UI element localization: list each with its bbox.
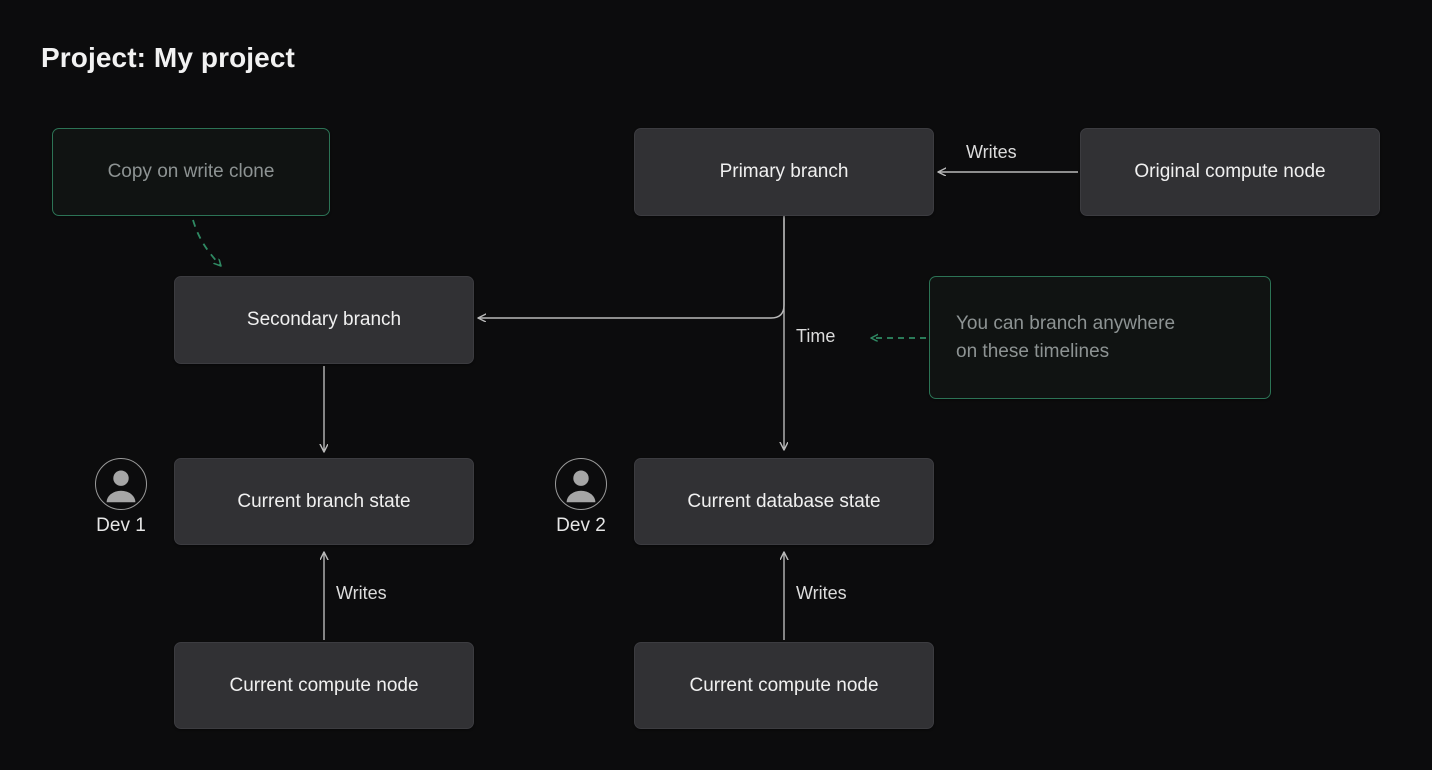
page-title: Project: My project xyxy=(41,42,295,73)
node-current-compute-node-left[interactable]: Current compute node xyxy=(174,642,474,729)
edge-clone-to-secondary xyxy=(192,219,221,266)
avatar-dev2: Dev 2 xyxy=(555,458,607,537)
node-current-compute-node-right[interactable]: Current compute node xyxy=(634,642,934,729)
avatar-label: Dev 2 xyxy=(556,515,606,536)
node-label: Current branch state xyxy=(237,490,411,512)
node-current-branch-state[interactable]: Current branch state xyxy=(174,458,474,545)
node-label: Current database state xyxy=(687,490,881,512)
node-primary-branch[interactable]: Primary branch xyxy=(634,128,934,216)
node-label: Secondary branch xyxy=(246,309,402,330)
node-copy-on-write-clone[interactable]: Copy on write clone xyxy=(52,128,330,216)
edge-label-time: Time xyxy=(796,326,836,346)
node-label: Original compute node xyxy=(1134,161,1326,182)
user-avatar-icon xyxy=(555,458,607,510)
node-label: Primary branch xyxy=(719,161,849,182)
edge-label-writes-right: Writes xyxy=(796,583,847,603)
node-original-compute-node[interactable]: Original compute node xyxy=(1080,128,1380,216)
annotation-line-2: on these timelines xyxy=(956,340,1110,362)
edge-label-writes-top: Writes xyxy=(966,142,1017,162)
node-secondary-branch[interactable]: Secondary branch xyxy=(174,276,474,364)
edge-primary-to-secondary xyxy=(478,216,785,318)
avatar-label: Dev 1 xyxy=(96,515,146,536)
avatar-dev1: Dev 1 xyxy=(95,458,147,537)
node-current-database-state[interactable]: Current database state xyxy=(634,458,934,545)
user-glyph-icon xyxy=(566,470,596,503)
annotation-line-1: You can branch anywhere xyxy=(956,312,1176,334)
node-label: Copy on write clone xyxy=(107,161,275,182)
node-branch-annotation[interactable]: You can branch anywhere on these timelin… xyxy=(929,276,1271,399)
node-label: Current compute node xyxy=(689,674,879,696)
edge-label-writes-left: Writes xyxy=(336,583,387,603)
user-glyph-icon xyxy=(106,470,136,503)
user-avatar-icon xyxy=(95,458,147,510)
node-label: Current compute node xyxy=(229,674,419,696)
